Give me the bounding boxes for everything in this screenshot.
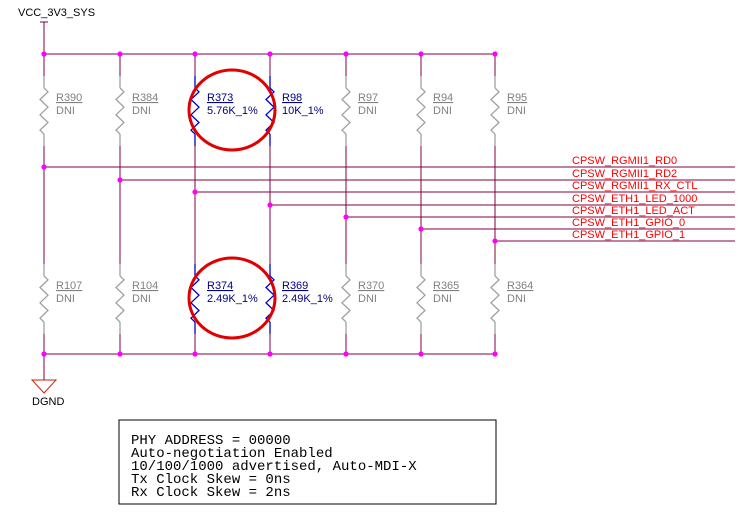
- signal-label: CPSW_RGMII1_RD0: [572, 155, 677, 167]
- junction-dot: [192, 51, 198, 57]
- resistor-symbol: [490, 275, 500, 323]
- resistor-symbol: [115, 275, 125, 323]
- resistor-ref: R365: [433, 280, 459, 292]
- resistor-ref: R95: [507, 92, 527, 104]
- resistor-symbol: [115, 87, 125, 135]
- junction-dot: [117, 51, 123, 57]
- highlight-group: [187, 68, 277, 340]
- vcc-label: VCC_3V3_SYS: [18, 7, 95, 19]
- signal-label: CPSW_ETH1_GPIO_1: [572, 229, 685, 241]
- resistor-symbol: [416, 87, 426, 135]
- resistor-ref: R370: [358, 280, 384, 292]
- resistor-label-group: R390DNIR107DNIR384DNIR104DNIR3735.76K_1%…: [56, 92, 533, 305]
- resistor-group: [39, 76, 500, 334]
- junction-dot: [41, 164, 47, 170]
- junction-dot: [418, 51, 424, 57]
- junction-dot: [117, 177, 123, 183]
- junction-group: [41, 51, 498, 357]
- resistor-symbol: [39, 275, 49, 323]
- resistor-symbol: [39, 87, 49, 135]
- note-line-tx-skew: Tx Clock Skew = 0ns: [131, 472, 291, 488]
- resistor-value: DNI: [507, 105, 526, 117]
- junction-dot: [192, 189, 198, 195]
- signal-label: CPSW_ETH1_GPIO_0: [572, 217, 685, 229]
- junction-dot: [492, 351, 498, 357]
- junction-dot: [418, 226, 424, 232]
- resistor-ref: R384: [132, 92, 158, 104]
- resistor-ref: R369: [282, 280, 308, 292]
- resistor-value: 10K_1%: [282, 105, 324, 117]
- junction-dot: [117, 351, 123, 357]
- resistor-ref: R104: [132, 280, 158, 292]
- resistor-ref: R373: [207, 92, 233, 104]
- junction-dot: [41, 51, 47, 57]
- gnd-label: DGND: [32, 396, 64, 408]
- resistor-ref: R107: [56, 280, 82, 292]
- resistor-value: DNI: [507, 293, 526, 305]
- note-line-advertised: 10/100/1000 advertised, Auto-MDI-X: [131, 459, 417, 475]
- resistor-ref: R390: [56, 92, 82, 104]
- junction-dot: [492, 238, 498, 244]
- junction-dot: [267, 51, 273, 57]
- ground-icon: [30, 379, 58, 394]
- resistor-symbol: [341, 87, 351, 135]
- resistor-value: 5.76K_1%: [207, 105, 258, 117]
- resistor-ref: R374: [207, 280, 233, 292]
- junction-dot: [343, 214, 349, 220]
- junction-dot: [41, 351, 47, 357]
- resistor-value: 2.49K_1%: [282, 293, 333, 305]
- resistor-value: 2.49K_1%: [207, 293, 258, 305]
- note-line-autoneg: Auto-negotiation Enabled: [131, 446, 333, 462]
- signal-label: CPSW_ETH1_LED_1000: [572, 193, 697, 205]
- resistor-value: DNI: [56, 293, 75, 305]
- highlight-circle: [187, 68, 277, 152]
- junction-dot: [492, 51, 498, 57]
- resistor-value: DNI: [358, 293, 377, 305]
- resistor-ref: R97: [358, 92, 378, 104]
- resistor-ref: R364: [507, 280, 533, 292]
- resistor-symbol: [490, 87, 500, 135]
- resistor-ref: R98: [282, 92, 302, 104]
- signal-label-group: CPSW_RGMII1_RD0CPSW_RGMII1_RD2CPSW_RGMII…: [572, 155, 697, 241]
- signal-label: CPSW_RGMII1_RD2: [572, 168, 677, 180]
- resistor-value: DNI: [433, 293, 452, 305]
- notes-box: [118, 419, 497, 505]
- note-line-phy-address: PHY ADDRESS = 00000: [131, 433, 291, 449]
- resistor-symbol: [341, 275, 351, 323]
- resistor-value: DNI: [132, 293, 151, 305]
- note-line-rx-skew: Rx Clock Skew = 2ns: [131, 485, 291, 501]
- junction-dot: [418, 351, 424, 357]
- junction-dot: [267, 202, 273, 208]
- resistor-symbol: [416, 275, 426, 323]
- junction-dot: [192, 351, 198, 357]
- signal-label: CPSW_ETH1_LED_ACT: [572, 205, 695, 217]
- resistor-value: DNI: [433, 105, 452, 117]
- junction-dot: [343, 51, 349, 57]
- junction-dot: [343, 351, 349, 357]
- resistor-value: DNI: [56, 105, 75, 117]
- resistor-value: DNI: [358, 105, 377, 117]
- highlight-circle: [187, 256, 277, 340]
- resistor-value: DNI: [132, 105, 151, 117]
- signal-label: CPSW_RGMII1_RX_CTL: [572, 180, 697, 192]
- junction-dot: [267, 351, 273, 357]
- resistor-ref: R94: [433, 92, 453, 104]
